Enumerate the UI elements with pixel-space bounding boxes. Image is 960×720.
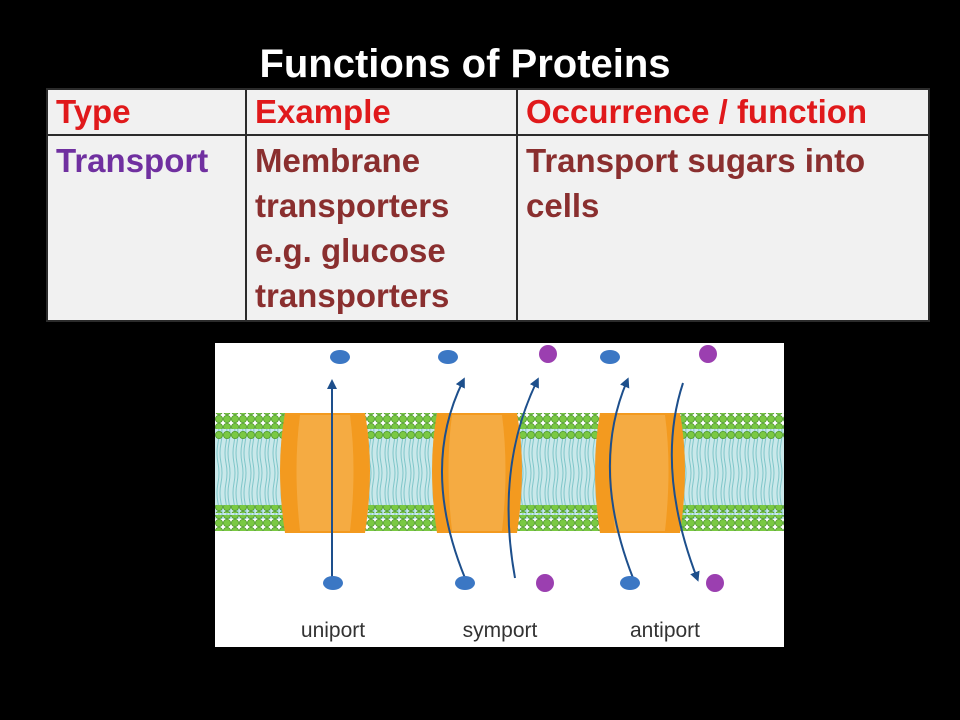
example-line: transporters xyxy=(255,277,450,314)
symport-arrow-left xyxy=(441,377,466,579)
table-row: Transport Membrane transporters e.g. glu… xyxy=(46,134,930,322)
glucose-icon xyxy=(600,350,620,364)
header-example: Example xyxy=(245,88,518,136)
glucose-icon xyxy=(438,350,458,364)
uniport-protein xyxy=(280,350,370,590)
symport-protein xyxy=(432,345,557,592)
ion-icon xyxy=(536,574,554,592)
example-line: Membrane xyxy=(255,142,421,179)
ion-icon xyxy=(699,345,717,363)
glucose-icon xyxy=(620,576,640,590)
table-header-row: Type Example Occurrence / function xyxy=(46,88,930,136)
slide-title: Functions of Proteins xyxy=(259,42,671,86)
type-text: Transport xyxy=(56,142,209,179)
cell-example: Membrane transporters e.g. glucose trans… xyxy=(245,134,518,322)
ion-icon xyxy=(706,574,724,592)
antiport-protein xyxy=(595,345,724,592)
glucose-icon xyxy=(323,576,343,590)
glucose-icon xyxy=(330,350,350,364)
label-antiport: antiport xyxy=(630,619,700,642)
label-uniport: uniport xyxy=(301,619,365,642)
label-symport: symport xyxy=(463,619,538,642)
example-line: e.g. glucose xyxy=(255,232,446,269)
cell-type: Transport xyxy=(46,134,247,322)
antiport-arrow-out xyxy=(670,382,700,582)
function-line: cells xyxy=(526,187,600,224)
antiport-arrow-in xyxy=(608,377,634,579)
example-line: transporters xyxy=(255,187,450,224)
function-line: Transport sugars into xyxy=(526,142,866,179)
cell-function: Transport sugars into cells xyxy=(516,134,930,322)
header-function: Occurrence / function xyxy=(516,88,930,136)
protein-function-table: Type Example Occurrence / function Trans… xyxy=(46,88,930,322)
header-type: Type xyxy=(46,88,247,136)
symport-arrow-right xyxy=(507,377,539,579)
transport-illustration: uniport symport antiport xyxy=(215,345,784,642)
membrane-transport-diagram: uniport symport antiport xyxy=(215,343,784,647)
ion-icon xyxy=(539,345,557,363)
glucose-icon xyxy=(455,576,475,590)
